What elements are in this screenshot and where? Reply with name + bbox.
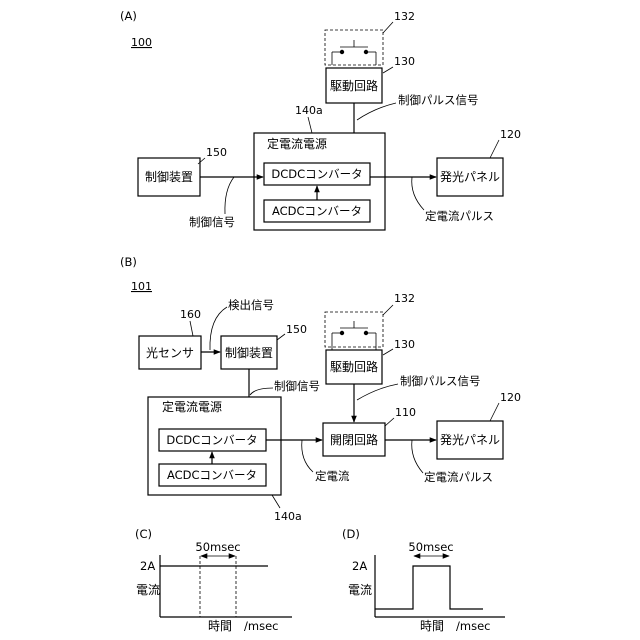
acdc-label-a: ACDCコンバータ [272,204,362,218]
switch-ref-a: 132 [394,10,415,23]
output-label-a: 定電流パルス [425,209,494,223]
current-trace-d [375,566,483,609]
control-device-label-b: 制御装置 [225,345,273,360]
output-label-b: 定電流パルス [424,470,493,484]
light-panel-ref-b: 120 [500,391,521,404]
control-signal-label-b: 制御信号 [274,379,320,393]
figure-d-tag: (D) [342,527,360,541]
drive-circuit-label-a: 駆動回路 [330,78,378,93]
light-sensor-ref-b: 160 [180,308,201,321]
level-label-c: 2A [140,559,155,573]
figure-c-tag: (C) [135,527,152,541]
light-panel-label-b: 発光パネル [440,433,500,447]
level-label-d: 2A [352,559,367,573]
drive-signal-label-b: 制御パルス信号 [400,374,481,388]
light-sensor-label-b: 光センサ [146,346,194,360]
psu-ref-b: 140a [274,510,302,523]
x-axis-unit-c: /msec [244,619,278,633]
y-axis-label-c: 電流 [136,583,160,597]
control-device-label-a: 制御装置 [145,169,193,184]
y-axis-label-d: 電流 [348,583,372,597]
figure-a-ref: 100 [131,36,152,49]
drive-circuit-label-b: 駆動回路 [330,359,378,374]
figure-a-tag: (A) [120,9,137,23]
x-axis-label-d: 時間 [420,619,444,633]
gate-circuit-label-b: 開閉回路 [330,432,378,447]
psu-label-a: 定電流電源 [267,136,327,151]
control-signal-label-a: 制御信号 [189,215,235,229]
dcdc-label-a: DCDCコンバータ [271,167,362,181]
duration-label-c: 50msec [195,540,240,554]
duration-label-d: 50msec [408,540,453,554]
drive-signal-label-a: 制御パルス信号 [398,93,479,107]
light-panel-ref-a: 120 [500,128,521,141]
light-panel-label-a: 発光パネル [440,170,500,184]
detect-signal-label-b: 検出信号 [228,298,274,312]
control-device-ref-a: 150 [206,146,227,159]
control-device-ref-b: 150 [286,323,307,336]
x-axis-unit-d: /msec [456,619,490,633]
figure-c: (C) 50msec 2A 電流 時間 /msec [135,527,292,633]
dcdc-label-b: DCDCコンバータ [166,433,257,447]
drive-circuit-ref-a: 130 [394,55,415,68]
acdc-label-b: ACDCコンバータ [167,468,257,482]
figure-b: (B) 101 光センサ 160 検出信号 制御装置 150 制御信号 定電流電… [120,255,521,523]
figure-b-tag: (B) [120,255,137,269]
figure-b-ref: 101 [131,280,152,293]
drive-circuit-ref-b: 130 [394,338,415,351]
switch-ref-b: 132 [394,292,415,305]
figure-a: (A) 100 132 駆動回路 130 制御パルス信号 定電流電源 140a [120,9,521,230]
gate-circuit-ref-b: 110 [395,406,416,419]
psu-label-b: 定電流電源 [162,399,222,414]
current-label-b: 定電流 [315,469,350,483]
x-axis-label-c: 時間 [208,619,232,633]
psu-ref-a: 140a [295,104,323,117]
figure-d: (D) 50msec 2A 電流 時間 /msec [342,527,505,633]
